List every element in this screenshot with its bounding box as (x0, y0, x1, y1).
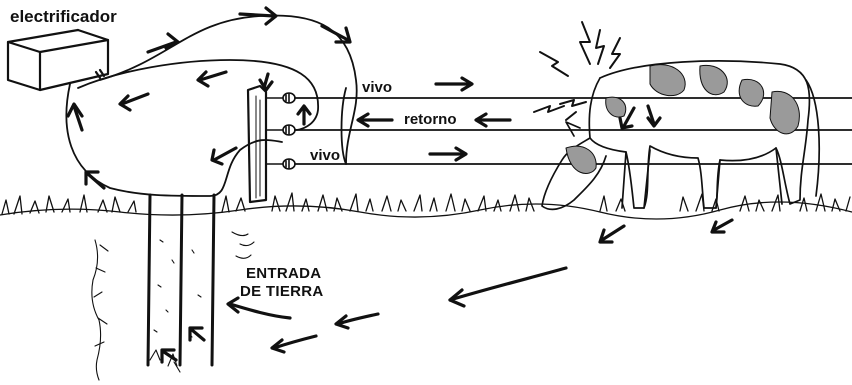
arrow-icon (210, 146, 238, 166)
ground-rod-2 (178, 193, 184, 367)
cow-spot (649, 64, 686, 97)
live-lead-wire (99, 14, 358, 165)
insulators (265, 92, 296, 170)
ground-rod-1 (146, 193, 152, 367)
cow-spot (565, 145, 597, 174)
arrow-icon (710, 218, 734, 234)
cow-spot (769, 90, 800, 135)
arrow-icon (434, 76, 474, 92)
arrow-icon (226, 296, 292, 320)
wiring (65, 14, 852, 197)
arrow-icon (428, 146, 468, 162)
energizer-label: electrificador (10, 7, 117, 26)
arrow-icon (618, 106, 636, 130)
arrow-icon (118, 92, 150, 112)
insulator-bottom (265, 158, 296, 170)
soil-hatching (91, 231, 255, 381)
arrow-icon (188, 326, 206, 342)
flow-arrows (66, 6, 734, 364)
insulator-top (265, 92, 296, 104)
fence-post (246, 84, 268, 204)
cow-spot (738, 78, 764, 107)
arrow-icon (66, 102, 84, 132)
arrow-icon (196, 70, 228, 88)
arrow-icon (474, 112, 512, 128)
grass (0, 192, 852, 220)
arrow-icon (448, 266, 568, 308)
arrow-icon (146, 32, 180, 54)
arrow-icon (598, 224, 626, 244)
live-wire-label-top: vivo (362, 79, 392, 96)
cow-spot (605, 96, 627, 118)
ground-lead-wire (65, 83, 283, 197)
cow (541, 60, 821, 211)
arrow-icon (238, 6, 278, 26)
live-wire-label-bottom: vivo (310, 147, 340, 164)
insulator-middle (265, 124, 296, 136)
lightning-bolt-icon (533, 21, 621, 121)
return-wire-label: retorno (404, 111, 457, 128)
arrow-icon (270, 334, 318, 354)
cow-spot (699, 64, 728, 96)
ground-rods (146, 193, 216, 367)
arrow-icon (258, 72, 274, 92)
arrow-icon (84, 170, 106, 190)
ground-entry-label-line2: DE TIERRA (240, 283, 324, 300)
ground-rod-3 (210, 193, 216, 367)
arrow-icon (356, 112, 394, 128)
return-lead-wire (77, 59, 319, 131)
arrow-icon (334, 312, 380, 330)
ground-entry-label-line1: ENTRADA (246, 265, 321, 282)
energizer-box (6, 28, 110, 92)
arrow-icon (320, 24, 352, 44)
arrow-icon (160, 348, 178, 364)
arrow-icon (296, 104, 312, 126)
arrow-icon (646, 104, 662, 128)
